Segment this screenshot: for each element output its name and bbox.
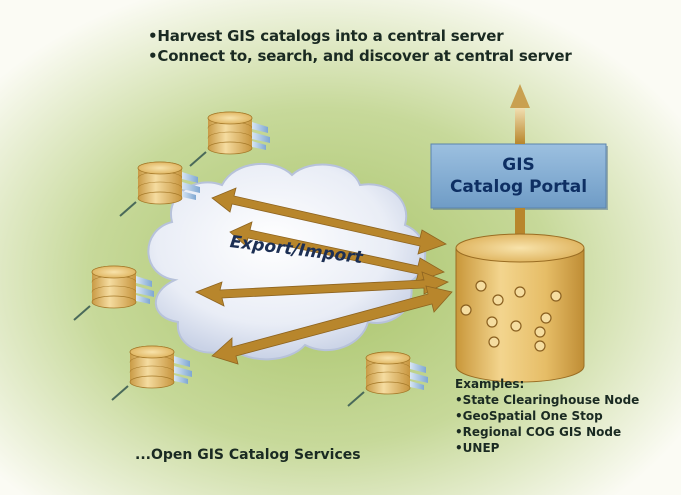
portal-label: GIS Catalog Portal xyxy=(431,144,606,208)
headline-line-2: •Connect to, search, and discover at cen… xyxy=(148,47,572,65)
footer-caption: ...Open GIS Catalog Services xyxy=(135,447,361,463)
headline-line-1: •Harvest GIS catalogs into a central ser… xyxy=(148,27,504,45)
portal-box xyxy=(430,143,608,210)
database-icon xyxy=(455,233,585,383)
portal-label-line-2: Catalog Portal xyxy=(449,177,588,197)
arrow-icon xyxy=(195,187,453,365)
list-item: •UNEP xyxy=(455,441,500,455)
list-item: •State Clearinghouse Node xyxy=(455,393,640,407)
examples-heading: Examples: xyxy=(455,377,525,391)
list-item: •GeoSpatial One Stop xyxy=(455,409,603,423)
examples-list: Examples: •State Clearinghouse Node •Geo… xyxy=(455,376,639,456)
portal-label-line-1: GIS xyxy=(502,155,535,175)
up-arrow-icon xyxy=(510,84,530,242)
list-item: •Regional COG GIS Node xyxy=(455,425,622,439)
